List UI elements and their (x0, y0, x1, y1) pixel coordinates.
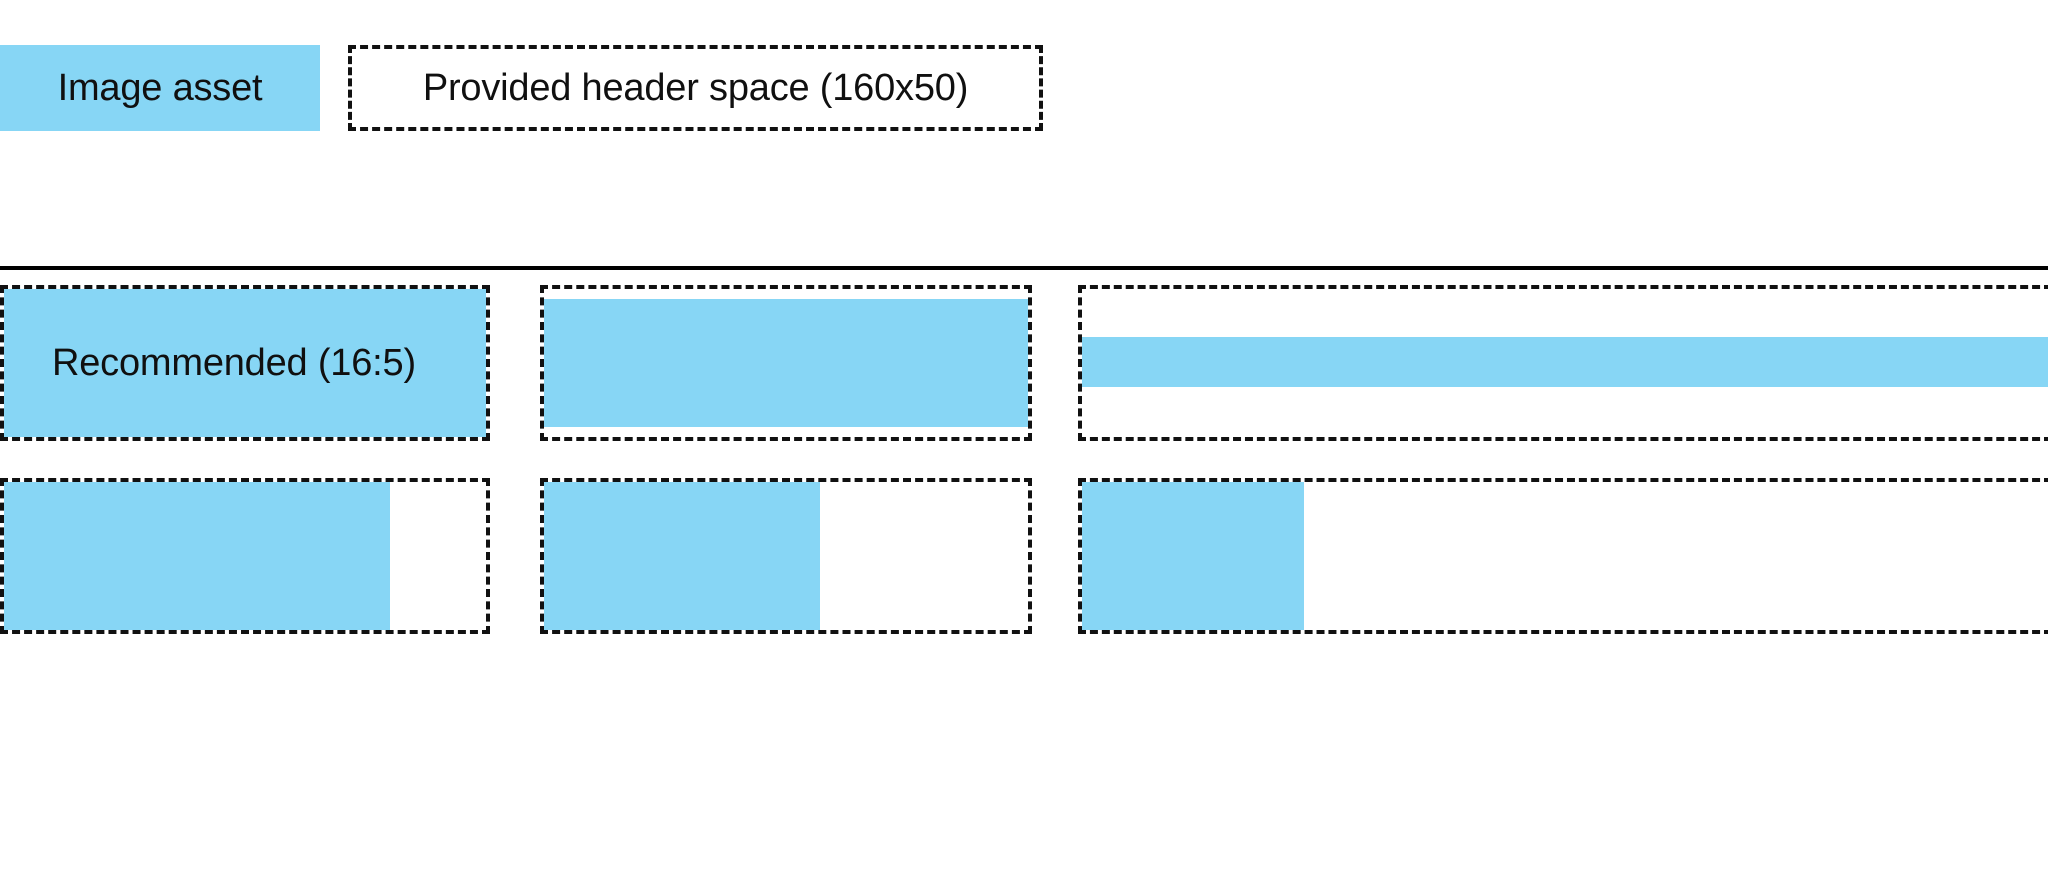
image-fill-medium (544, 482, 820, 630)
image-fill-wide (4, 482, 390, 630)
section-divider (0, 266, 2048, 270)
aspect-ratio-cell-tall (540, 285, 1032, 441)
width-cell-narrow (1078, 478, 2048, 634)
aspect-ratio-cell-short (1078, 285, 2048, 441)
aspect-ratio-row: Recommended (16:5) (0, 285, 2048, 441)
header-legend-row: Image asset Provided header space (160x5… (0, 45, 2048, 131)
image-fill-short-band (1082, 337, 2048, 387)
image-fill-narrow (1082, 482, 1305, 630)
provided-header-space-label: Provided header space (160x50) (422, 67, 969, 109)
image-fill-recommended (4, 289, 486, 437)
width-variants-row (0, 478, 2048, 634)
provided-header-space-box: Provided header space (160x50) (348, 45, 1043, 131)
image-fill-tall (544, 299, 1028, 427)
image-asset-legend-swatch: Image asset (0, 45, 320, 131)
image-asset-legend-label: Image asset (57, 67, 263, 109)
aspect-ratio-cell-recommended: Recommended (16:5) (0, 285, 490, 441)
width-cell-wide (0, 478, 490, 634)
recommended-ratio-label: Recommended (16:5) (52, 342, 416, 384)
width-cell-medium (540, 478, 1032, 634)
